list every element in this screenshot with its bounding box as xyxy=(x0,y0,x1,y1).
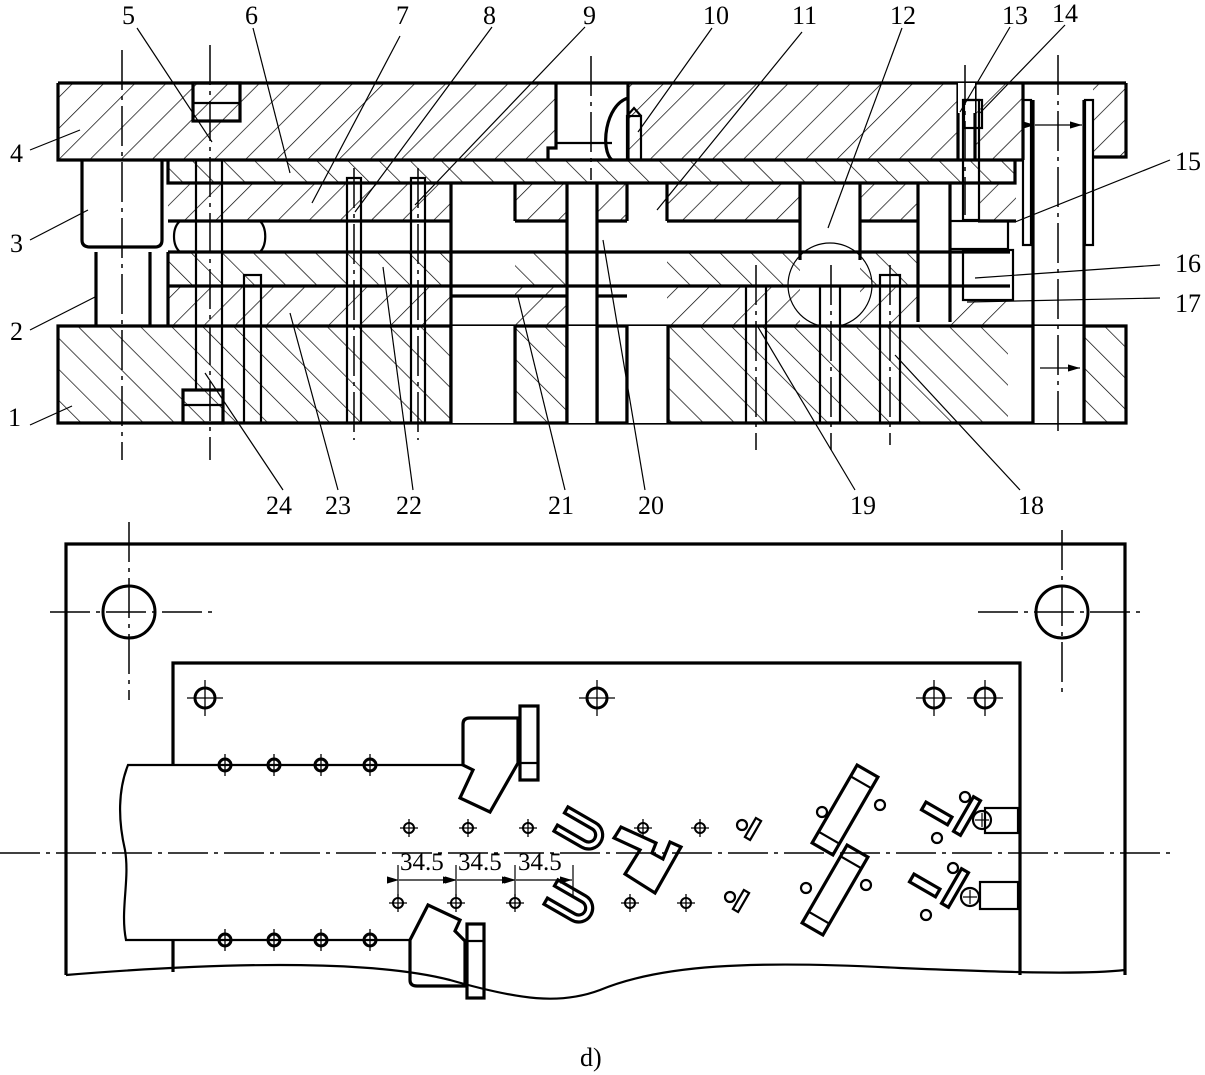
upper-die-base xyxy=(56,81,1128,162)
part-label-1: 1 xyxy=(8,403,21,432)
part-label-3: 3 xyxy=(10,229,23,258)
pilot-hole xyxy=(214,754,236,776)
pilot-hole xyxy=(310,754,332,776)
guide-hole-left xyxy=(50,522,213,700)
small-pilot-hole xyxy=(459,819,477,837)
u-blank-lower xyxy=(541,877,595,924)
u-blank-upper xyxy=(551,804,605,851)
part-label-11: 11 xyxy=(792,1,817,30)
punch-plate xyxy=(168,183,1016,420)
small-pilot-hole xyxy=(677,894,695,912)
part-label-18: 18 xyxy=(1018,491,1044,520)
pilot-hole xyxy=(359,929,381,951)
bending-bar-upper xyxy=(809,762,881,858)
part-label-14: 14 xyxy=(1052,0,1078,28)
part-label-7: 7 xyxy=(396,1,409,30)
dimension-pitch-3: 34.5 xyxy=(518,849,562,876)
part-labels: 1 2 3 4 5 6 7 8 9 10 11 12 13 14 15 16 1… xyxy=(8,0,1201,520)
pilot-hole xyxy=(359,754,381,776)
end-station-upper xyxy=(919,790,1020,845)
part-label-16: 16 xyxy=(1175,249,1201,278)
part-label-22: 22 xyxy=(396,491,422,520)
part-label-8: 8 xyxy=(483,1,496,30)
dimension-pitch-2: 34.5 xyxy=(458,849,502,876)
section-view: 1 2 3 4 5 6 7 8 9 10 11 12 13 14 15 16 1… xyxy=(8,0,1201,520)
part-label-9: 9 xyxy=(583,1,596,30)
small-slot-upper xyxy=(735,816,763,842)
part-label-23: 23 xyxy=(325,491,351,520)
cutoff-punch-lower xyxy=(408,902,486,1000)
die-plate xyxy=(168,286,1010,326)
screw-holes xyxy=(187,680,1003,716)
cutoff-punch-upper xyxy=(457,704,540,815)
small-pilot-hole xyxy=(691,819,709,837)
guide-hole-right xyxy=(978,530,1142,698)
screw-hole xyxy=(967,680,1003,716)
part-label-13: 13 xyxy=(1002,1,1028,30)
part-label-24: 24 xyxy=(266,491,292,520)
part-label-19: 19 xyxy=(850,491,876,520)
pilot-hole xyxy=(263,929,285,951)
screw-hole xyxy=(187,680,223,716)
leader-lines xyxy=(29,24,1171,491)
pilot-hole xyxy=(214,929,236,951)
small-pilot-hole xyxy=(519,819,537,837)
figure-caption: d) xyxy=(580,1043,602,1072)
part-label-17: 17 xyxy=(1175,289,1201,318)
rubber-pads xyxy=(172,219,1010,254)
dimension-pitch-1: 34.5 xyxy=(400,849,444,876)
part-label-2: 2 xyxy=(10,317,23,346)
small-pilot-hole xyxy=(634,819,652,837)
part-label-15: 15 xyxy=(1175,147,1201,176)
part-label-21: 21 xyxy=(548,491,574,520)
inner-die-outline xyxy=(171,661,1022,975)
screw-hole xyxy=(916,680,952,716)
outer-plate-outline xyxy=(64,542,1127,975)
centerlines xyxy=(121,45,1059,460)
plan-view: 34.5 34.5 34.5 d) xyxy=(0,522,1172,1072)
bending-bar-lower xyxy=(799,842,871,938)
break-line xyxy=(65,963,1126,1000)
part-label-12: 12 xyxy=(890,1,916,30)
strip-outline xyxy=(119,763,463,942)
pilot-hole xyxy=(310,929,332,951)
pilot-hole xyxy=(263,754,285,776)
pilot-holes xyxy=(214,754,381,951)
part-label-6: 6 xyxy=(245,1,258,30)
part-label-5: 5 xyxy=(122,1,135,30)
bent-blank xyxy=(611,824,684,896)
stripper-plate xyxy=(166,250,1010,326)
end-station-lower xyxy=(907,861,1020,922)
pitch-dimensions: 34.5 34.5 34.5 xyxy=(387,849,574,898)
part-label-4: 4 xyxy=(10,139,23,168)
small-slot-lower xyxy=(723,888,751,914)
small-pilot-hole xyxy=(400,819,418,837)
part-label-20: 20 xyxy=(638,491,664,520)
small-pilot-hole xyxy=(621,894,639,912)
part-label-10: 10 xyxy=(703,1,729,30)
screw-hole xyxy=(579,680,615,716)
